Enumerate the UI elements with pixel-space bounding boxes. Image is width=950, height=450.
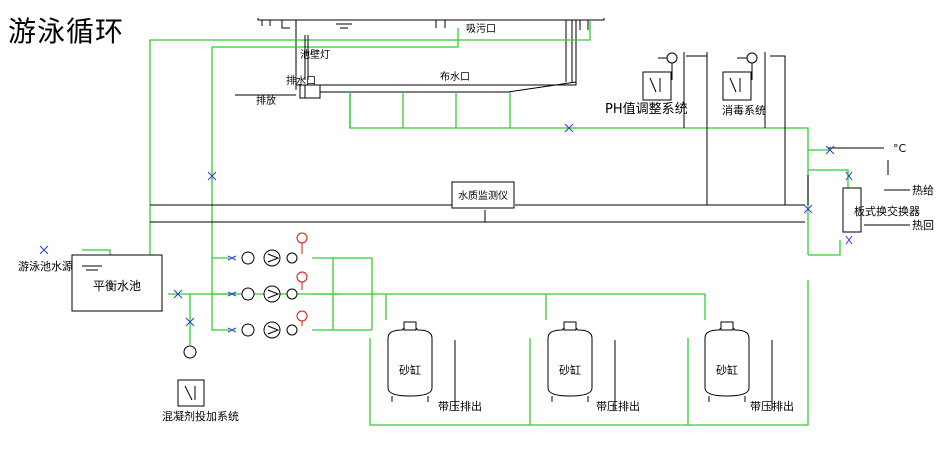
pump-row-3 (227, 310, 308, 339)
plate-heat-exchanger: 板式换交换器 (842, 187, 920, 233)
sewage-outlet-label: 吸污口 (466, 23, 496, 35)
pump-row-2 (227, 271, 308, 303)
plate-exchanger-label: 板式换交换器 (854, 204, 920, 218)
water-quality-monitor-label: 水质监测仪 (458, 189, 508, 202)
sand-tank-drains (454, 340, 773, 410)
inlet-outlet-label: 布水口 (440, 71, 470, 83)
black-lines (150, 35, 910, 226)
discharge-label: 排放 (256, 94, 276, 107)
sand-tank-1: 砂缸 (387, 321, 433, 402)
sand-tank-3-label: 砂缸 (716, 363, 738, 377)
ph-system-label: PH值调整系统 (605, 101, 688, 117)
coagulant-dosing-box (177, 345, 205, 407)
valves (39, 123, 853, 327)
diagram-title: 游泳循环 (8, 15, 125, 48)
pump-row-1 (227, 232, 308, 267)
coagulant-system-label: 混凝剂投加系统 (162, 409, 239, 423)
pressure-drain-label-1: 带压排出 (438, 399, 482, 413)
temp-unit-label: °C (893, 142, 907, 155)
sand-tank-2-label: 砂缸 (559, 363, 581, 377)
disinfect-system-label: 消毒系统 (722, 103, 766, 117)
disinfect-dosing-box (722, 52, 758, 101)
pool-lamp-label: 池壁灯 (300, 48, 330, 61)
pump-group (227, 232, 308, 339)
sand-tank-2: 砂缸 (547, 321, 593, 402)
heat-supply-label: 热给 (912, 184, 934, 197)
water-source-label: 游泳池水源 (18, 259, 73, 273)
balance-tank-label: 平衡水池 (93, 279, 141, 293)
balance-tank: 平衡水池 (71, 254, 163, 312)
ph-dosing-box (642, 52, 678, 101)
pressure-drain-label-3: 带压排出 (750, 399, 794, 413)
heat-return-label: 热回 (912, 219, 934, 232)
water-quality-monitor: 水质监测仪 (451, 181, 515, 209)
sand-tank-1-label: 砂缸 (399, 363, 421, 377)
pool (257, 18, 605, 99)
drain-outlet-label: 排水口 (286, 74, 316, 87)
sand-tank-3: 砂缸 (704, 321, 750, 402)
pressure-drain-label-2: 带压排出 (596, 399, 640, 413)
